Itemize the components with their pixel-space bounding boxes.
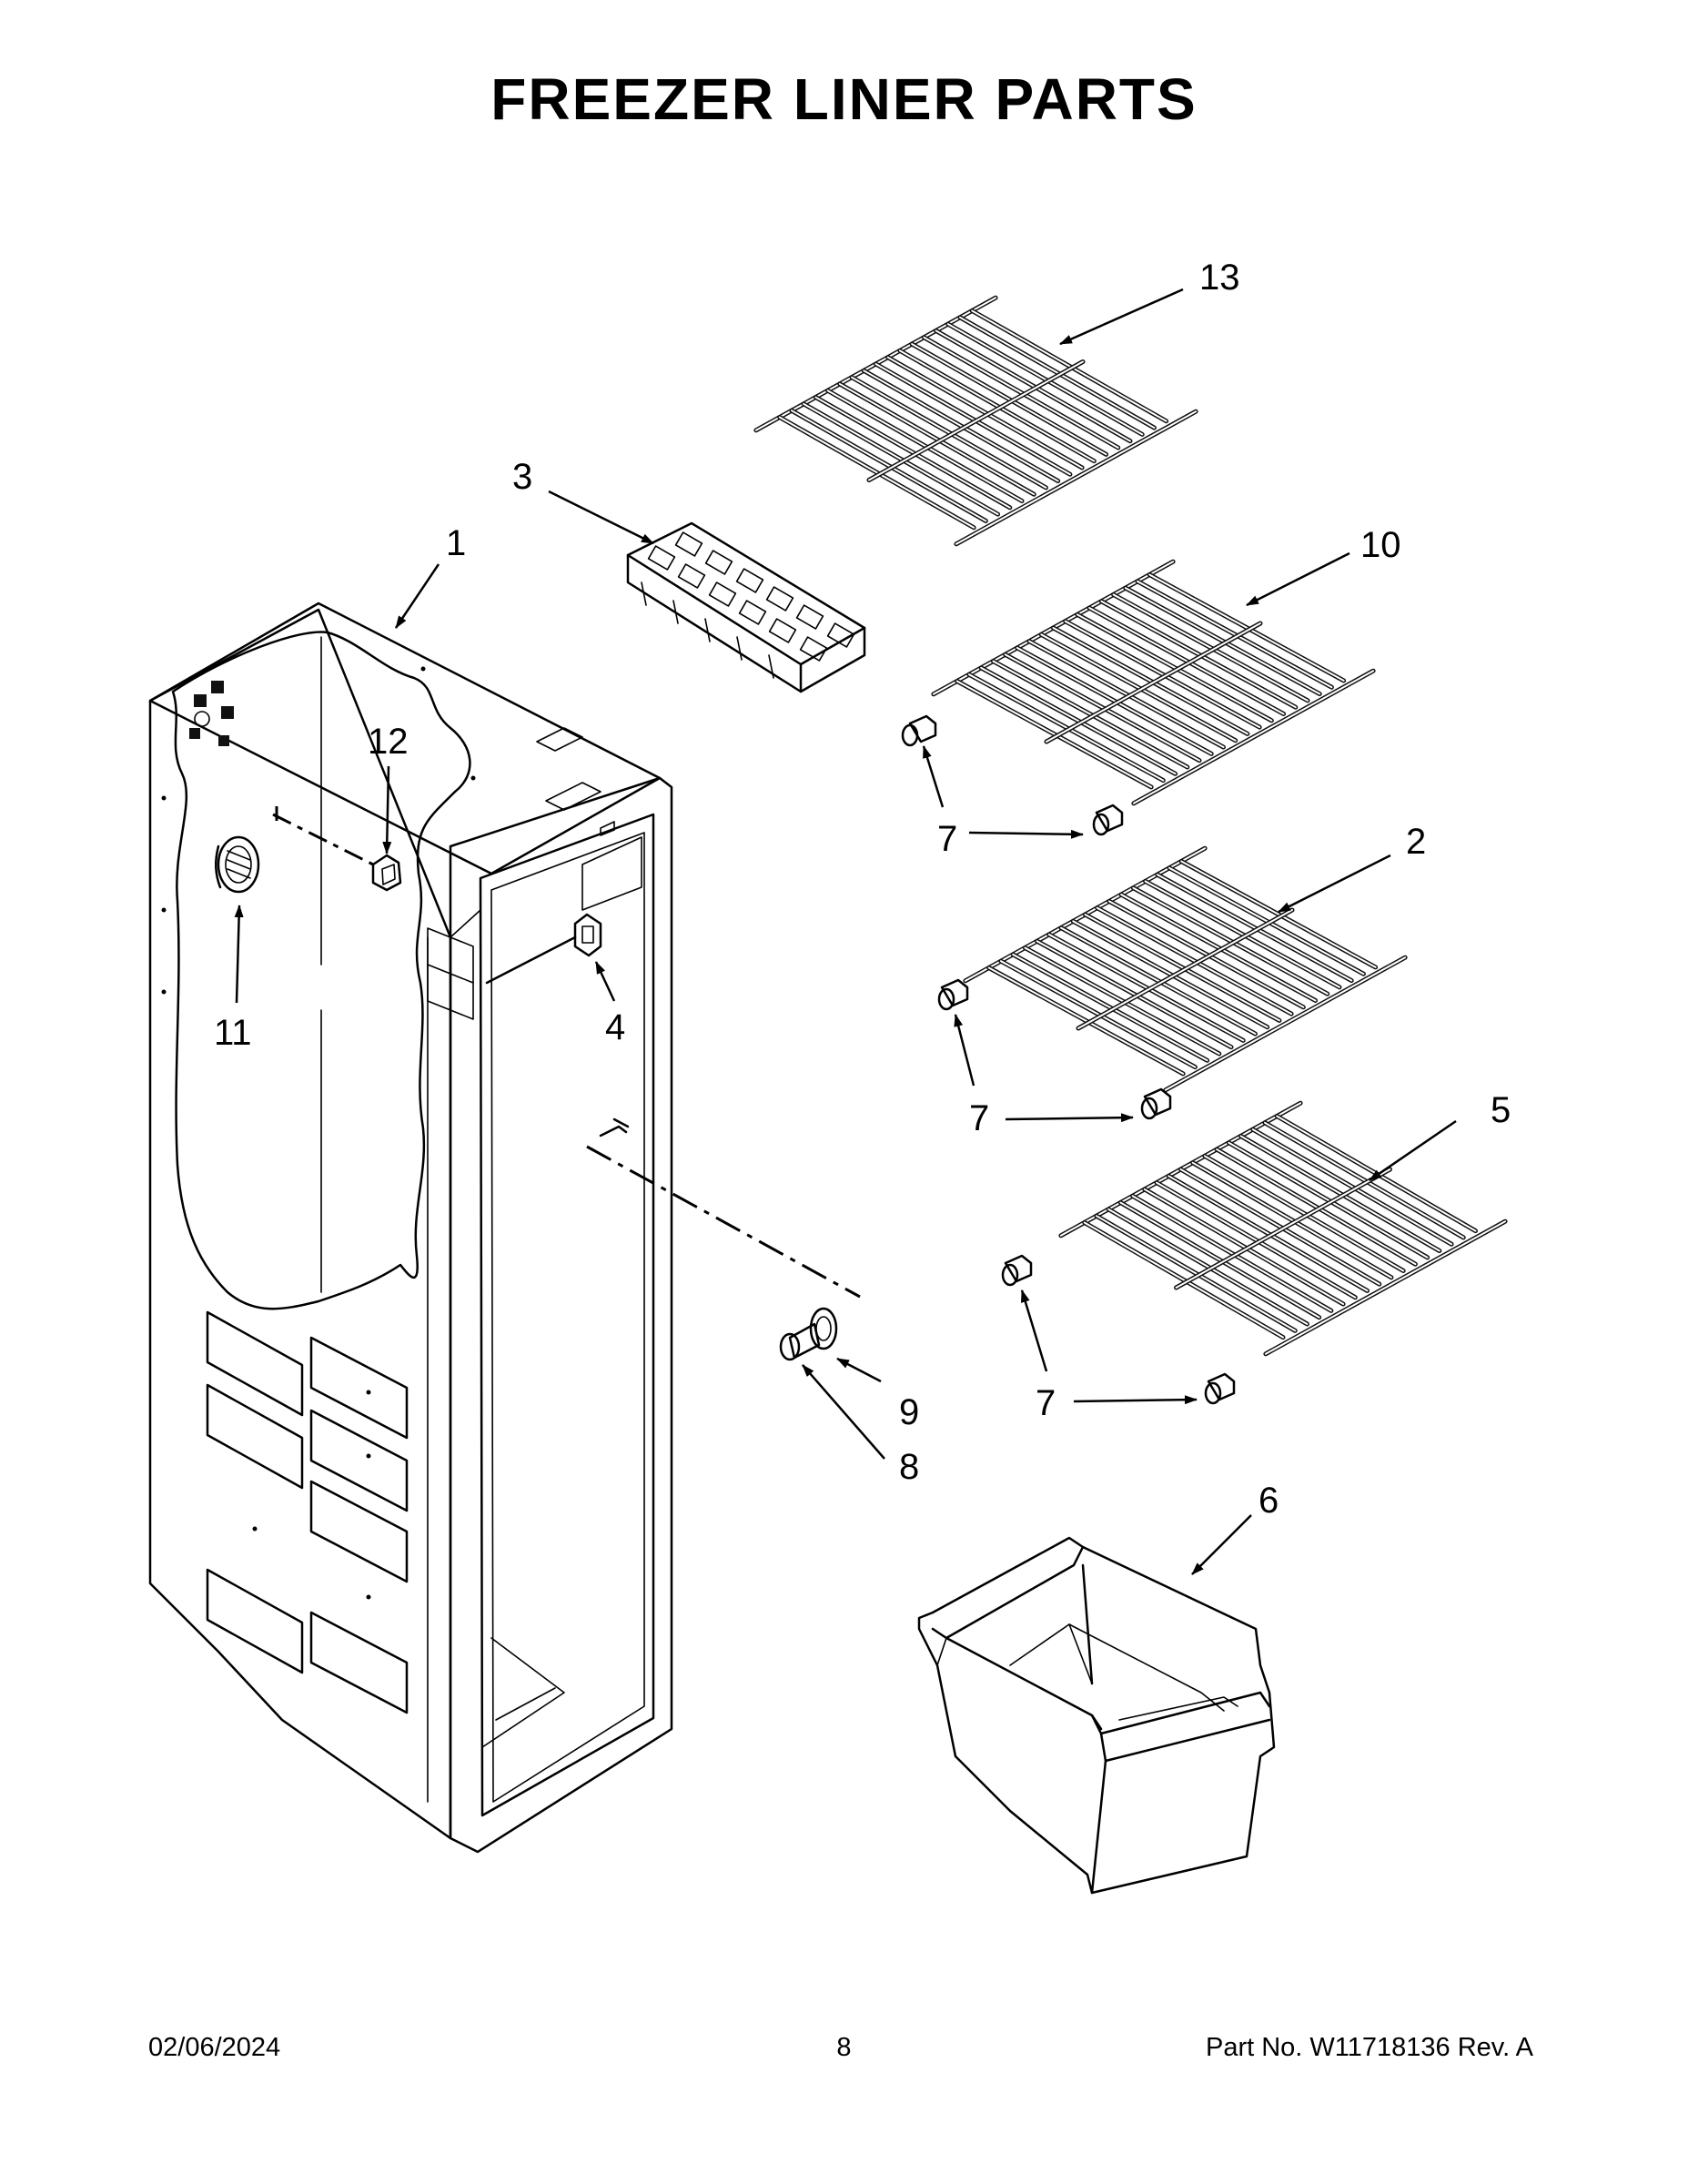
callout-1: 1 (446, 523, 466, 563)
freezer-liner (148, 602, 673, 1854)
page-title: FREEZER LINER PARTS (490, 66, 1198, 132)
leader-arrows (234, 288, 1457, 1575)
part-5-wire-shelf (1058, 1100, 1508, 1357)
part-3-ice-tray (626, 521, 866, 693)
callout-10: 10 (1360, 525, 1401, 565)
part-2-wire-shelf (963, 845, 1408, 1093)
callout-3: 3 (512, 457, 532, 497)
part-7-shelf-support (901, 714, 1236, 1405)
callout-9: 9 (899, 1392, 919, 1432)
callout-8: 8 (899, 1447, 919, 1487)
footer-part-number: Part No. W11718136 Rev. A (1205, 2033, 1533, 2062)
part-6-freezer-bin (917, 1536, 1276, 1895)
part-8-9-bolt-washer (779, 1307, 838, 1361)
part-10-wire-shelf (931, 559, 1376, 806)
callout-5: 5 (1491, 1090, 1511, 1130)
part-4-connector (573, 913, 602, 957)
callout-11: 11 (214, 1013, 252, 1053)
callout-2: 2 (1406, 822, 1426, 862)
callout-13: 13 (1199, 258, 1240, 298)
callout-7c: 7 (1036, 1383, 1056, 1423)
part-12-clip (371, 854, 402, 892)
part-13-wire-shelf (753, 295, 1198, 547)
callout-7a: 7 (937, 819, 957, 859)
callout-7b: 7 (969, 1098, 989, 1138)
footer-date: 02/06/2024 (148, 2033, 281, 2062)
callout-12: 12 (368, 722, 409, 762)
callout-4: 4 (605, 1007, 625, 1047)
footer-page-number: 8 (836, 2033, 852, 2062)
callout-6: 6 (1258, 1481, 1279, 1521)
part-11-diffuser (215, 835, 260, 894)
